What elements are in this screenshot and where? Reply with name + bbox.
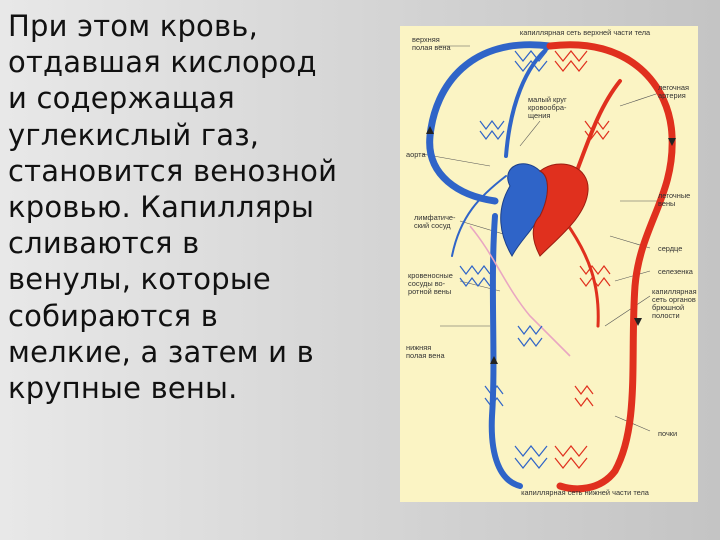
label-pulmonary-artery: легочная артерия <box>658 83 689 100</box>
label-aorta: аорта <box>406 150 426 159</box>
lymph-vessel <box>469 225 571 357</box>
label-pulmonary-circulation: малый круг кровообра- щения <box>528 95 567 120</box>
capillary-networks <box>459 50 611 469</box>
slide-body-text: При этом кровь, отдавшая кислород и соде… <box>8 9 338 406</box>
flow-arrows <box>426 126 676 364</box>
label-portal-vein-vessels: кровеносные сосуды во- ротной вены <box>408 271 453 296</box>
label-pulmonary-veins: легочные вены <box>658 191 691 208</box>
label-bottom-capillary-network: капиллярная сеть нижней части тела <box>521 488 649 497</box>
label-kidneys: почки <box>658 429 678 438</box>
label-superior-vena-cava: верхняя полая вена <box>412 35 451 52</box>
label-top-capillary-network: капиллярная сеть верхней части тела <box>519 28 651 37</box>
label-heart: сердце <box>658 244 683 253</box>
arterial-vessels <box>546 41 676 493</box>
label-spleen: селезенка <box>658 267 693 276</box>
circulatory-system-diagram: капиллярная сеть верхней части тела верх… <box>400 26 698 502</box>
label-inferior-vena-cava: нижняя полая вена <box>406 343 445 360</box>
label-lymph-vessel: лимфатиче- ский сосуд <box>414 213 456 230</box>
heart-shape <box>500 163 589 258</box>
circulation-drawing <box>421 41 676 493</box>
label-abdominal-capillary-network: капиллярная сеть органов брюшной полости <box>652 287 697 320</box>
